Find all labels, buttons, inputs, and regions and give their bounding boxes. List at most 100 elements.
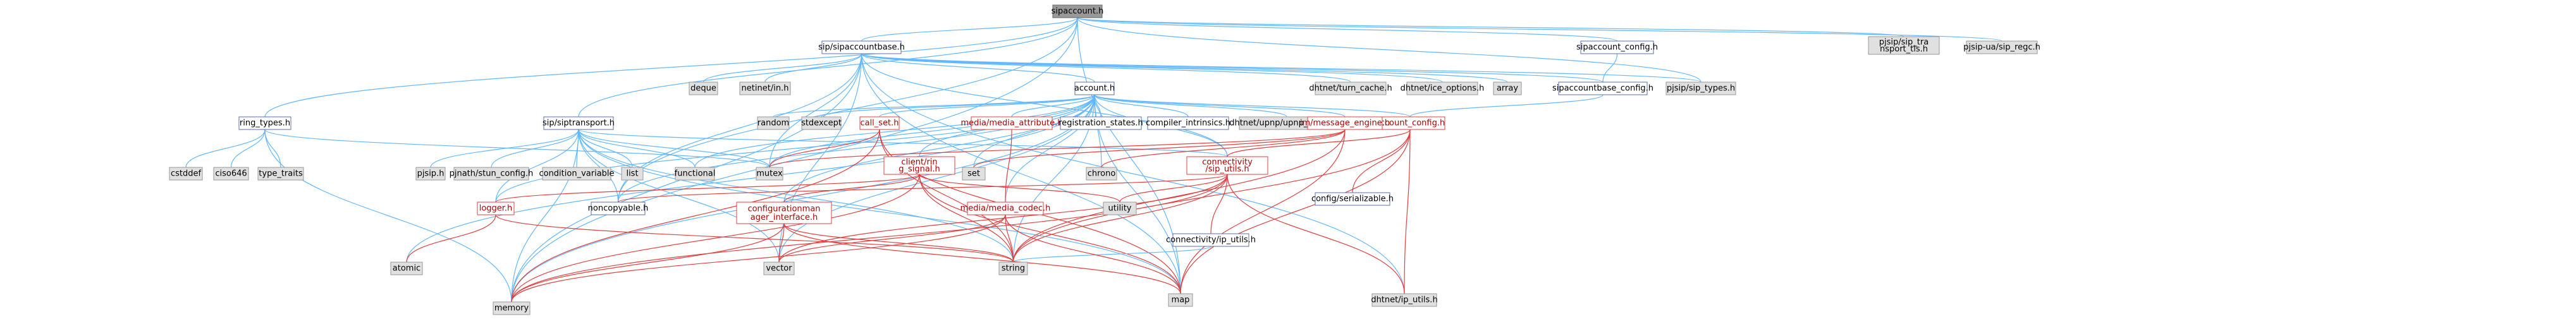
- node-set: set: [962, 167, 986, 181]
- node-box: [390, 262, 423, 275]
- node-label: configurationman: [747, 204, 820, 214]
- node-label: memory: [494, 304, 529, 313]
- node-registration-states-h[interactable]: registration_states.h: [1058, 116, 1143, 130]
- node-functional: functional: [675, 167, 715, 181]
- node-label: config/serializable.h: [1311, 195, 1394, 204]
- dependency-edge: [430, 129, 579, 168]
- dependency-edge: [578, 129, 619, 203]
- node-label: connectivity/ip_utils.h: [1166, 236, 1256, 245]
- node-box: [1086, 167, 1117, 181]
- dependency-edge: [778, 214, 1006, 263]
- node-memory: memory: [493, 301, 531, 315]
- node-box: [757, 116, 790, 130]
- node-label: string: [1002, 264, 1025, 274]
- dependency-edge: [511, 129, 880, 303]
- node-label: condition_variable: [539, 169, 614, 179]
- node-label: mutex: [756, 169, 783, 179]
- node-connectivity-sip-utils-h[interactable]: connectivity/sip_utils.h: [1186, 156, 1268, 175]
- node-box: [257, 167, 304, 181]
- dependency-edge: [919, 174, 1120, 203]
- node-label: dhtnet/ice_options.h: [1401, 84, 1485, 93]
- node-call-set-h[interactable]: call_set.h: [859, 116, 900, 130]
- node-box: [1406, 81, 1478, 95]
- dependency-edge: [511, 223, 785, 303]
- dependency-edge: [1101, 129, 1346, 168]
- dependency-edge: [1012, 246, 1211, 263]
- node-pjsip-ua-sip-regc: pjsip-ua/sip_regc.h: [1963, 40, 2040, 54]
- node-deque: deque: [689, 81, 718, 95]
- node-label: utility: [1108, 204, 1132, 214]
- dependency-edge: [1011, 94, 1095, 117]
- node-label: compiler_intrinsics.h: [1146, 119, 1230, 128]
- node-compiler-intrinsics-h[interactable]: compiler_intrinsics.h: [1146, 116, 1230, 130]
- dependency-edge: [769, 94, 1095, 168]
- node-ip-utils-h[interactable]: connectivity/ip_utils.h: [1166, 233, 1256, 247]
- node-account-config-h[interactable]: account_config.h: [1375, 116, 1445, 130]
- node-sipaccount-config-h[interactable]: sipaccount_config.h: [1576, 40, 1658, 54]
- node-media-attribute-h[interactable]: media/media_attribute.h: [961, 116, 1063, 130]
- node-label: ring_types.h: [240, 119, 290, 128]
- dependency-edge: [578, 129, 770, 168]
- node-sipaccountbase-h[interactable]: sip/sipaccountbase.h: [818, 40, 905, 54]
- dependency-edge: [511, 129, 579, 303]
- node-list: list: [621, 167, 644, 181]
- node-noncopyable-h[interactable]: noncopyable.h: [588, 202, 649, 215]
- dependency-edge: [406, 94, 1095, 263]
- dependency-edge: [1077, 17, 1702, 83]
- node-serializable-h[interactable]: config/serializable.h: [1311, 192, 1394, 206]
- node-sipaccount-h[interactable]: sipaccount.h: [1052, 4, 1104, 18]
- node-box: [453, 167, 529, 181]
- dependency-edge: [1119, 174, 1228, 203]
- node-ice-options: dhtnet/ice_options.h: [1401, 81, 1485, 95]
- node-client-ring-signal-h[interactable]: client/ring_signal.h: [883, 156, 955, 175]
- dependency-edge: [861, 53, 1095, 83]
- node-box: [1868, 36, 1940, 55]
- node-box: [1172, 233, 1249, 247]
- dependency-edge: [919, 174, 1014, 263]
- dependency-edge: [1005, 129, 1012, 203]
- node-box: [859, 116, 900, 130]
- node-label: media/media_attribute.h: [961, 119, 1063, 128]
- node-box: [675, 167, 715, 181]
- dependency-edge: [1012, 174, 1228, 263]
- dependency-edge: [1077, 17, 1618, 42]
- dependency-edge: [495, 214, 1014, 263]
- dependency-edge: [1404, 129, 1411, 294]
- node-label: dhtnet/ip_utils.h: [1371, 296, 1437, 305]
- node-media-codec-h[interactable]: media/media_codec.h: [960, 202, 1051, 215]
- node-siptransport-h[interactable]: sip/siptransport.h: [543, 116, 615, 130]
- node-label: sip/sipaccountbase.h: [818, 43, 905, 52]
- node-ring-types-h[interactable]: ring_types.h: [238, 116, 291, 130]
- node-label: g_signal.h: [899, 165, 940, 174]
- node-box: [821, 40, 902, 54]
- node-box: [1315, 81, 1387, 95]
- node-label: registration_states.h: [1058, 119, 1143, 128]
- node-box: [1315, 192, 1390, 206]
- dependency-edge: [578, 129, 1181, 294]
- node-label: ciso646: [215, 169, 247, 179]
- node-box: [883, 156, 955, 175]
- node-logger-h[interactable]: logger.h: [477, 202, 515, 215]
- node-account-h[interactable]: account.h: [1074, 81, 1115, 95]
- node-stdexcept: stdexcept: [801, 116, 842, 130]
- dependency-edge: [769, 129, 880, 168]
- dependency-edge: [617, 94, 1095, 203]
- node-map: map: [1168, 293, 1193, 307]
- dependency-edge: [879, 129, 1014, 263]
- node-box: [1493, 81, 1522, 95]
- node-message-engine-h[interactable]: im/message_engine.h: [1300, 116, 1390, 130]
- dependency-edge: [1409, 94, 1604, 117]
- node-box: [756, 167, 783, 181]
- node-box: [1580, 40, 1654, 54]
- dependency-edge: [185, 129, 266, 168]
- node-box: [998, 262, 1028, 275]
- node-label: pjsip/sip_tra: [1879, 37, 1929, 47]
- node-sipaccountbase-config-h[interactable]: sipaccountbase_config.h: [1552, 81, 1653, 95]
- node-label: atomic: [393, 264, 420, 274]
- node-chrono: chrono: [1086, 167, 1117, 181]
- dependency-edge: [861, 53, 1508, 83]
- node-pjsip-h: pjsip.h: [415, 167, 446, 181]
- node-box: [1103, 202, 1137, 215]
